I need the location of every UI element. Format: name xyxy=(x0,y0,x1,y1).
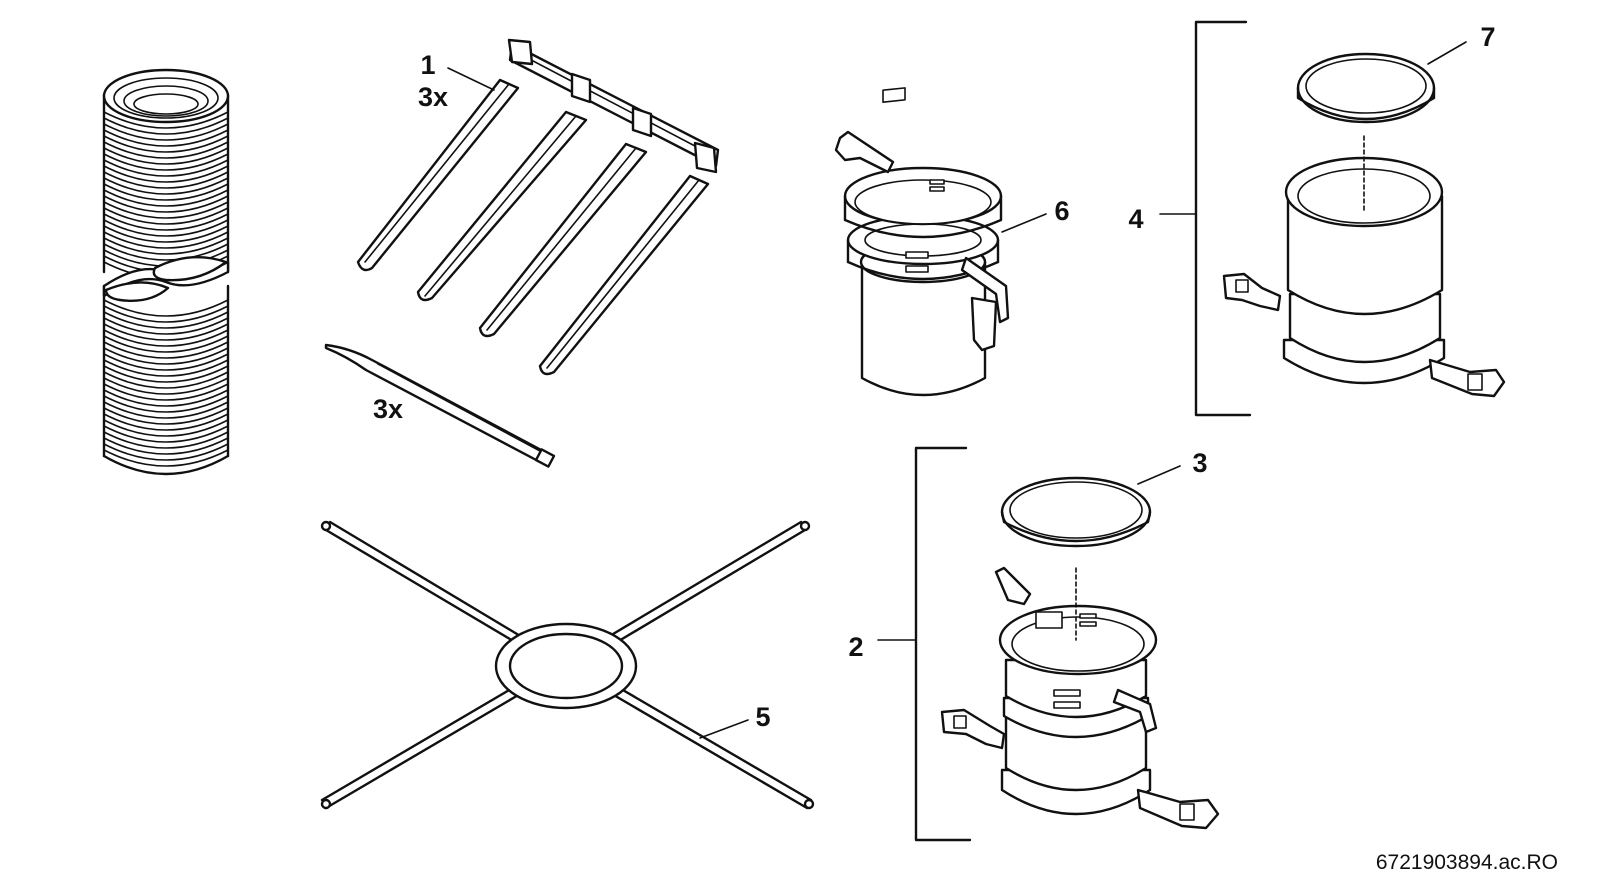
hose-corrugation xyxy=(103,305,229,323)
callout-3: 3 xyxy=(1192,448,1207,478)
hose-corrugation xyxy=(103,437,229,455)
hose-corrugation xyxy=(103,189,229,207)
callout-5-leader xyxy=(699,719,749,739)
hose-corrugation xyxy=(103,311,229,329)
hose-corrugation xyxy=(103,123,229,141)
callout-2: 2 xyxy=(848,632,863,662)
adapter-item-6 xyxy=(834,87,1010,397)
hose-corrugation xyxy=(103,219,229,237)
hose-corrugation xyxy=(103,431,229,449)
hose-corrugation xyxy=(103,195,229,213)
callout-1: 1 xyxy=(420,50,435,80)
drawing-reference-number: 6721903894.ac.RO xyxy=(1375,851,1558,874)
seal-ring-item-3 xyxy=(1000,476,1152,548)
hose-corrugation xyxy=(103,225,229,243)
hose-corrugation xyxy=(103,213,229,231)
hose-corrugation xyxy=(103,201,229,219)
hose-corrugation xyxy=(103,359,229,377)
hose-corrugation xyxy=(103,401,229,419)
callout-1-leader xyxy=(447,67,495,91)
bracket-4 xyxy=(1194,20,1252,417)
hose-corrugation xyxy=(103,171,229,189)
hose-corrugation xyxy=(103,135,229,153)
hose-corrugation xyxy=(103,153,229,171)
hose-corrugation xyxy=(103,419,229,437)
callout-1-quantity: 3x xyxy=(418,82,448,112)
hose-corrugation xyxy=(103,183,229,201)
hose-corrugation xyxy=(103,449,229,467)
hose-corrugation xyxy=(103,159,229,177)
hose-corrugation xyxy=(103,341,229,359)
hose-corrugation xyxy=(103,407,229,425)
hose-corrugation xyxy=(103,177,229,195)
hose-corrugation xyxy=(103,231,229,249)
hose-corrugation xyxy=(103,353,229,371)
cable-tie xyxy=(324,343,556,468)
hose-corrugation xyxy=(103,299,229,317)
hose-corrugation xyxy=(103,389,229,407)
adapter-item-2 xyxy=(940,566,1220,830)
hose-corrugation xyxy=(103,329,229,347)
hose-corrugation xyxy=(103,147,229,165)
callout-4: 4 xyxy=(1128,204,1143,234)
callout-3-leader xyxy=(1137,465,1181,485)
hose-corrugation xyxy=(103,207,229,225)
hose-corrugation xyxy=(103,141,229,159)
hose-corrugation xyxy=(103,425,229,443)
pipe-connector-item-4 xyxy=(1222,135,1506,398)
callout-6: 6 xyxy=(1054,196,1069,226)
hose-corrugation xyxy=(103,377,229,395)
hose-corrugation xyxy=(103,347,229,365)
hose-corrugation xyxy=(103,365,229,383)
hose-corrugation xyxy=(103,413,229,431)
hose-corrugation xyxy=(103,383,229,401)
hose-corrugation xyxy=(103,335,229,353)
hose-corrugation xyxy=(103,395,229,413)
cable-tie-quantity: 3x xyxy=(373,394,403,424)
hose-corrugation xyxy=(103,117,229,135)
hose-corrugation xyxy=(103,237,229,255)
hose-corrugation xyxy=(103,165,229,183)
hose-corrugation xyxy=(103,317,229,335)
flexible-hose xyxy=(102,68,230,476)
bracket-2 xyxy=(914,446,972,842)
callout-7: 7 xyxy=(1480,22,1495,52)
spacer-rail-set xyxy=(356,38,720,376)
callout-7-leader xyxy=(1427,41,1467,65)
hose-corrugation xyxy=(103,129,229,147)
hose-corrugation xyxy=(103,111,229,129)
hose-corrugation xyxy=(103,371,229,389)
callout-5: 5 xyxy=(755,702,770,732)
spider-spacer xyxy=(320,520,815,810)
hose-corrugation xyxy=(103,243,229,261)
callout-6-leader xyxy=(1001,213,1047,233)
hose-corrugation xyxy=(103,323,229,341)
seal-ring-item-7 xyxy=(1296,52,1436,124)
hose-corrugation xyxy=(103,443,229,461)
